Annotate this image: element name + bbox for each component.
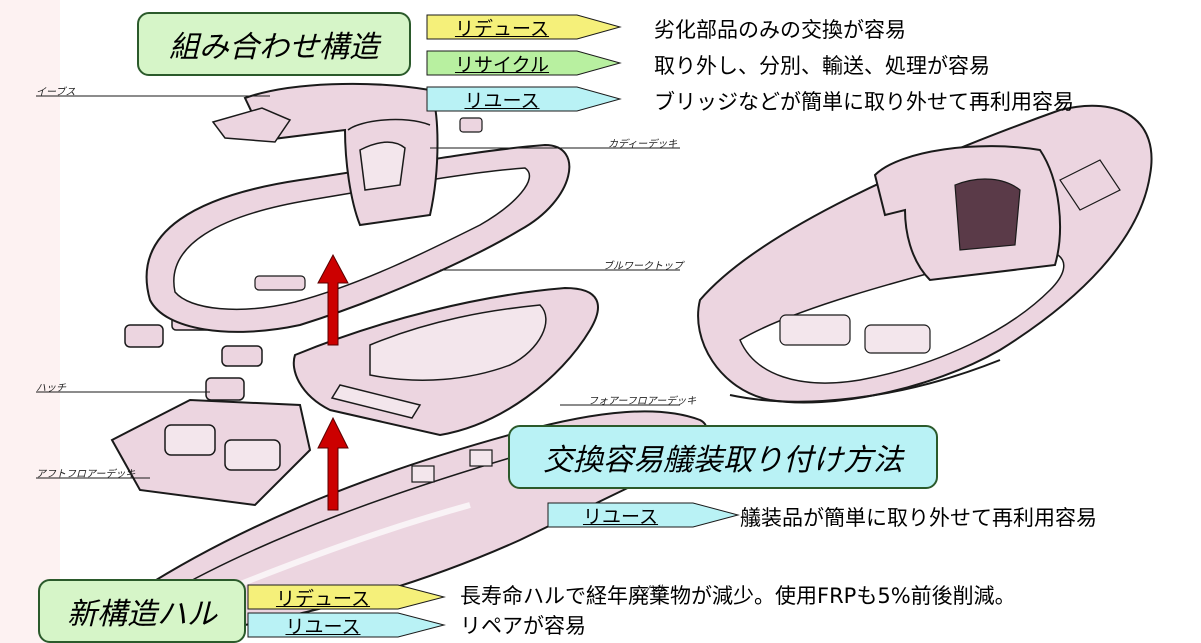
combined-structure-desc-3: ブリッジなどが簡単に取り外せて再利用容易 — [654, 90, 1074, 114]
bulwark-top-part — [145, 143, 571, 333]
tag-recycle-1: リサイクル — [426, 50, 622, 76]
bulwark-top-label: ブルワークトップ — [603, 261, 683, 272]
tag-reuse-2-label: リユース — [582, 505, 659, 528]
tag-recycle-1-label: リサイクル — [454, 53, 550, 76]
fitting-method-title-text: 交換容易艤装取り付け方法 — [543, 443, 903, 478]
cuddy-deck-label: カディーデッキ — [608, 139, 678, 150]
tag-reduce-2-shape — [247, 584, 446, 610]
new-hull-title-text: 新構造ハル — [67, 597, 217, 632]
eaves-label: イーブス — [36, 87, 76, 98]
fitting-method-title: 交換容易艤装取り付け方法 — [508, 425, 938, 489]
hatch-label: ハッチ — [36, 383, 66, 394]
new-hull-title: 新構造ハル — [38, 579, 246, 643]
tag-reuse-3-label: リユース — [285, 615, 361, 638]
eaves-part — [211, 107, 292, 143]
tag-reduce-2: リデュース — [247, 584, 446, 610]
assembly-arrows — [317, 253, 349, 511]
tag-reuse-1-shape — [426, 86, 622, 112]
hull-label: ハル — [645, 584, 665, 595]
aft-floor-deck-part — [110, 398, 312, 507]
tag-reuse-1-label: リユース — [464, 89, 540, 112]
tag-reuse-1: リユース — [426, 86, 622, 112]
new-hull-desc-1: 長寿命ハルで経年廃棄物が減少。使用FRPも5%前後削減。 — [460, 584, 1016, 608]
aft-floor-deck-label: アフトフロアーデッキ — [36, 469, 136, 480]
new-hull-desc-2: リペアが容易 — [460, 614, 586, 638]
tag-reuse-2: リユース — [547, 502, 740, 528]
tag-reuse-3-shape — [247, 612, 446, 638]
tag-reduce-2-label: リデュース — [275, 587, 371, 610]
combined-structure-desc-1: 劣化部品のみの交換が容易 — [654, 18, 906, 42]
tag-reduce-1: リデュース — [426, 14, 622, 40]
tag-reuse-2-shape — [547, 502, 740, 528]
label-leader-lines — [36, 95, 680, 479]
fitting-method-desc-1: 艤装品が簡単に取り外せて再利用容易 — [740, 506, 1097, 530]
tag-recycle-1-shape — [426, 50, 622, 76]
assembled-boat — [697, 104, 1153, 404]
combined-structure-title: 組み合わせ構造 — [137, 12, 411, 76]
tag-reduce-1-shape — [426, 14, 622, 40]
fore-floor-deck-label: フォアーフロアーデッキ — [588, 396, 697, 407]
tag-reuse-3: リユース — [247, 612, 446, 638]
fore-floor-deck-part — [292, 286, 599, 437]
cuddy-deck-part — [243, 82, 483, 227]
combined-structure-desc-2: 取り外し、分別、輸送、処理が容易 — [654, 54, 990, 78]
combined-structure-title-text: 組み合わせ構造 — [169, 30, 379, 65]
tag-reduce-1-label: リデュース — [454, 17, 550, 40]
